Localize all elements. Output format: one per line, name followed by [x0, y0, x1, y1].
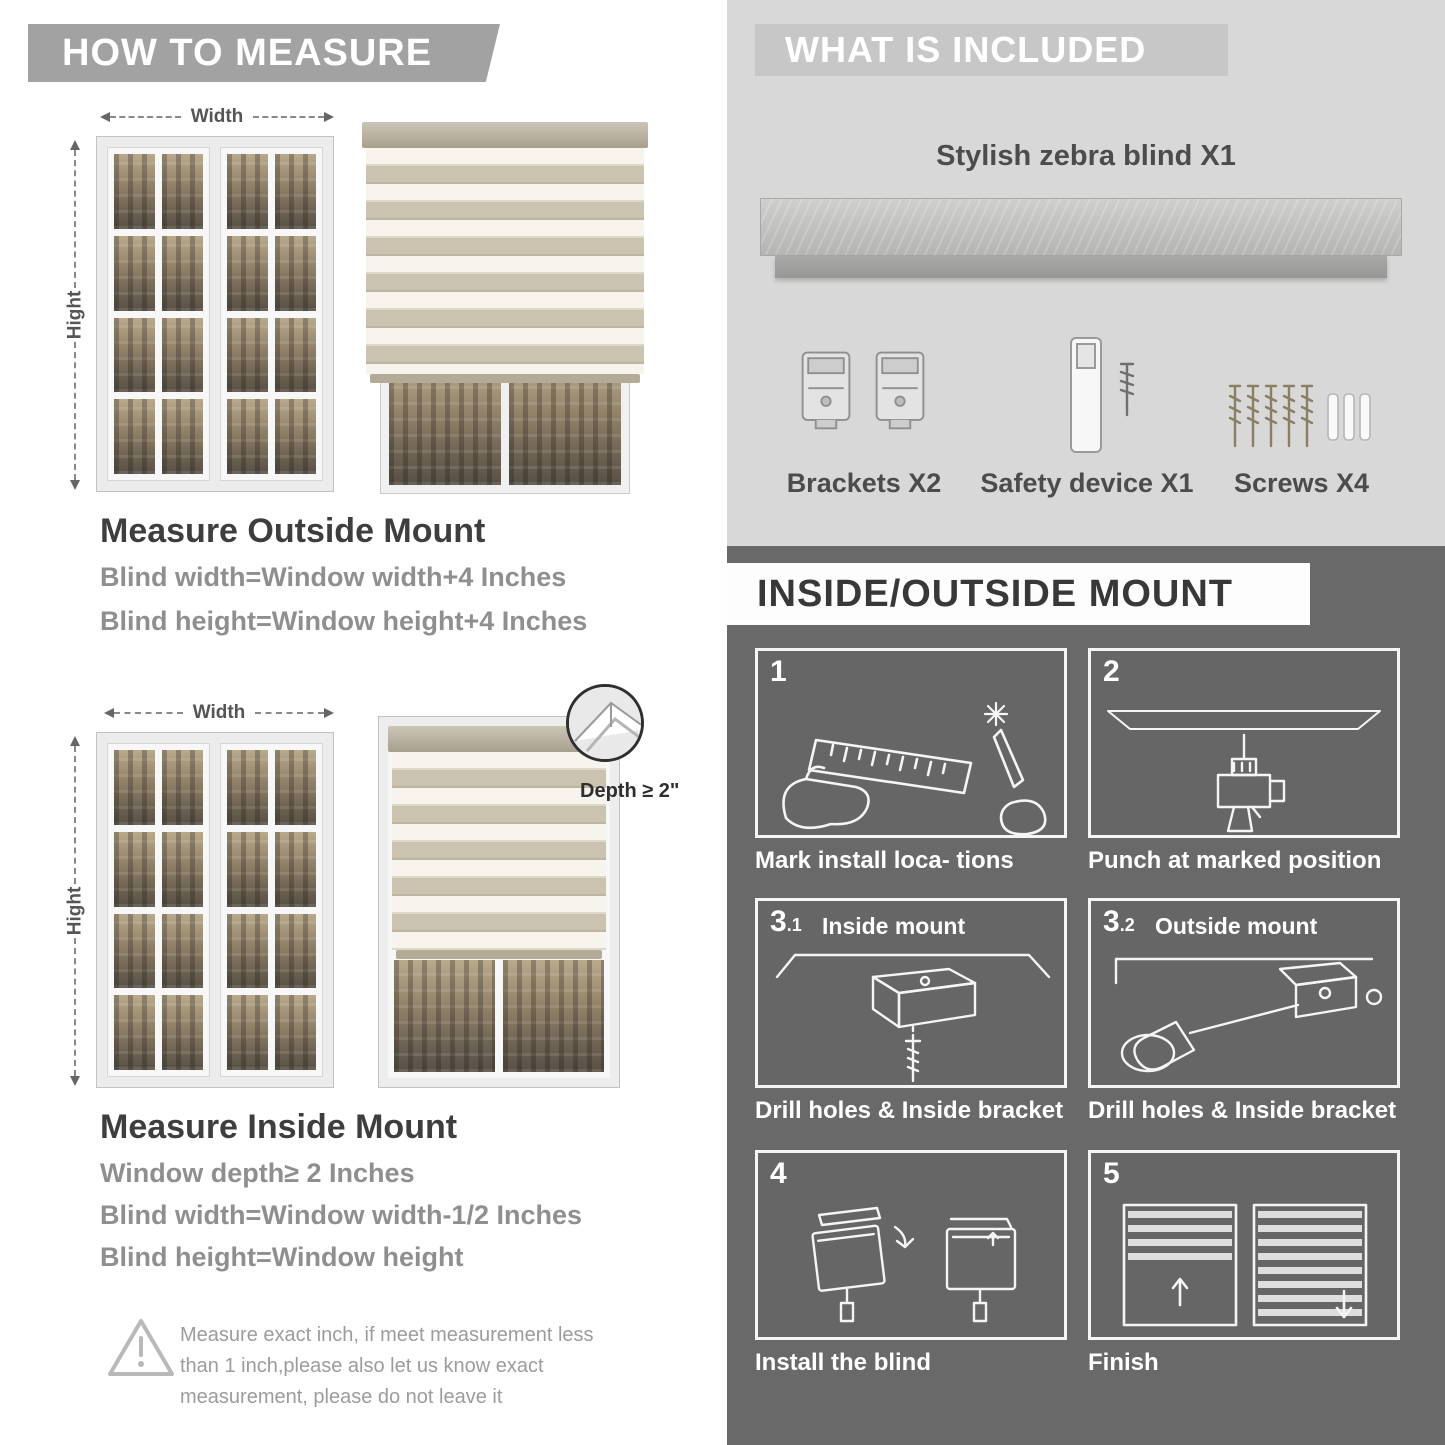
step-caption: Install the blind [755, 1349, 932, 1376]
zebra-blind-illustration [362, 122, 648, 494]
width-label: Width [192, 702, 246, 723]
mark-location-illustration [782, 701, 1047, 835]
blind-stripes [392, 752, 606, 950]
arrowhead-right-icon [324, 708, 334, 718]
arrowhead-right-icon [324, 112, 334, 122]
blind-bottomrail [396, 950, 602, 959]
outside-bracket-illustration [1114, 957, 1383, 1073]
screws-icon [1222, 376, 1374, 465]
step-3-1: 3.1 Inside mount Drill holes & Inside br… [755, 898, 1067, 1125]
height-label: Hight [64, 290, 86, 340]
safety-device-icon [1055, 334, 1150, 465]
inside-bracket-illustration [775, 953, 1051, 1083]
arrowhead-up-icon [70, 140, 80, 150]
width-arrow: Width [104, 702, 334, 724]
blind-bottomrail [370, 374, 640, 383]
step-number: 5 [1103, 1157, 1120, 1190]
arrowhead-down-icon [70, 480, 80, 490]
step-caption: Drill holes & Inside bracket [1088, 1097, 1397, 1124]
step-caption: Punch at marked position [1088, 847, 1382, 874]
step-4: 4 [755, 1150, 1067, 1377]
window-illustration [96, 136, 334, 492]
drill-illustration [1107, 710, 1381, 833]
step-number: 3 [770, 905, 787, 938]
arrowhead-left-icon [104, 708, 114, 718]
height-arrow: Hight [64, 140, 86, 490]
brackets-icon [797, 342, 929, 438]
brackets-label: Brackets X2 [786, 468, 942, 498]
step-1: 1 Mark install loca- tions [755, 648, 1067, 875]
finish-illustration [1122, 1203, 1368, 1327]
blind-headrail-illustration [760, 198, 1402, 256]
outside-mount-line: Blind width=Window width+4 Inches [100, 562, 567, 592]
safety-device-label: Safety device X1 [980, 468, 1194, 498]
inside-mount-line: Blind height=Window height [100, 1242, 464, 1272]
step-number: 3 [1103, 905, 1120, 938]
step-title: Outside mount [1155, 913, 1318, 939]
inside-mount-heading: Measure Inside Mount [100, 1108, 458, 1146]
blind-stripes [366, 148, 644, 374]
screws-label: Screws X4 [1233, 468, 1370, 498]
mount-instructions-section: INSIDE/OUTSIDE MOUNT 1 Mark in [727, 546, 1445, 1445]
step-number: 1 [770, 655, 787, 688]
mount-banner: INSIDE/OUTSIDE MOUNT [727, 563, 1310, 625]
step-caption: Finish [1088, 1349, 1159, 1376]
install-blind-illustration [811, 1206, 1017, 1323]
what-is-included-banner: WHAT IS INCLUDED [755, 24, 1228, 76]
height-label: Hight [64, 886, 86, 936]
step-number: 4 [770, 1157, 787, 1190]
outside-mount-heading: Measure Outside Mount [100, 512, 486, 550]
arrowhead-down-icon [70, 1076, 80, 1086]
blind-headrail-lip [775, 256, 1387, 278]
inside-mount-line: Window depth≥ 2 Inches [100, 1158, 415, 1188]
warning-triangle-icon [106, 1316, 176, 1385]
what-is-included-section: WHAT IS INCLUDED Stylish zebra blind X1 [727, 0, 1445, 546]
step-title: Inside mount [822, 913, 966, 939]
arrowhead-left-icon [100, 112, 110, 122]
how-to-measure-banner: HOW TO MEASURE [28, 24, 500, 82]
depth-callout [566, 684, 644, 762]
frame-corner-icon [569, 687, 641, 759]
arrowhead-up-icon [70, 736, 80, 746]
product-title: Stylish zebra blind X1 [936, 140, 1236, 172]
step-caption: Drill holes & Inside bracket [755, 1097, 1064, 1124]
step-2: 2 Punch at marked position [1088, 648, 1400, 875]
step-5: 5 [1088, 1150, 1400, 1377]
step-caption: Mark install loca- tions [755, 847, 1014, 874]
outside-mount-line: Blind height=Window height+4 Inches [100, 606, 588, 636]
zebra-blind-inside-illustration [378, 716, 620, 1088]
inside-mount-line: Blind width=Window width-1/2 Inches [100, 1200, 583, 1230]
window-under-blind [394, 960, 604, 1072]
width-arrow: Width [100, 106, 334, 128]
step-number: 2 [1103, 655, 1120, 688]
height-arrow: Hight [64, 736, 86, 1086]
warning-text: Measure exact inch, if meet measurement … [180, 1324, 594, 1408]
depth-label: Depth ≥ 2" [580, 780, 680, 802]
blind-headrail [362, 122, 648, 148]
width-label: Width [190, 106, 244, 127]
step-3-2: 3.2 Outside mount Drill holes & In [1088, 898, 1400, 1125]
window-illustration [96, 732, 334, 1088]
